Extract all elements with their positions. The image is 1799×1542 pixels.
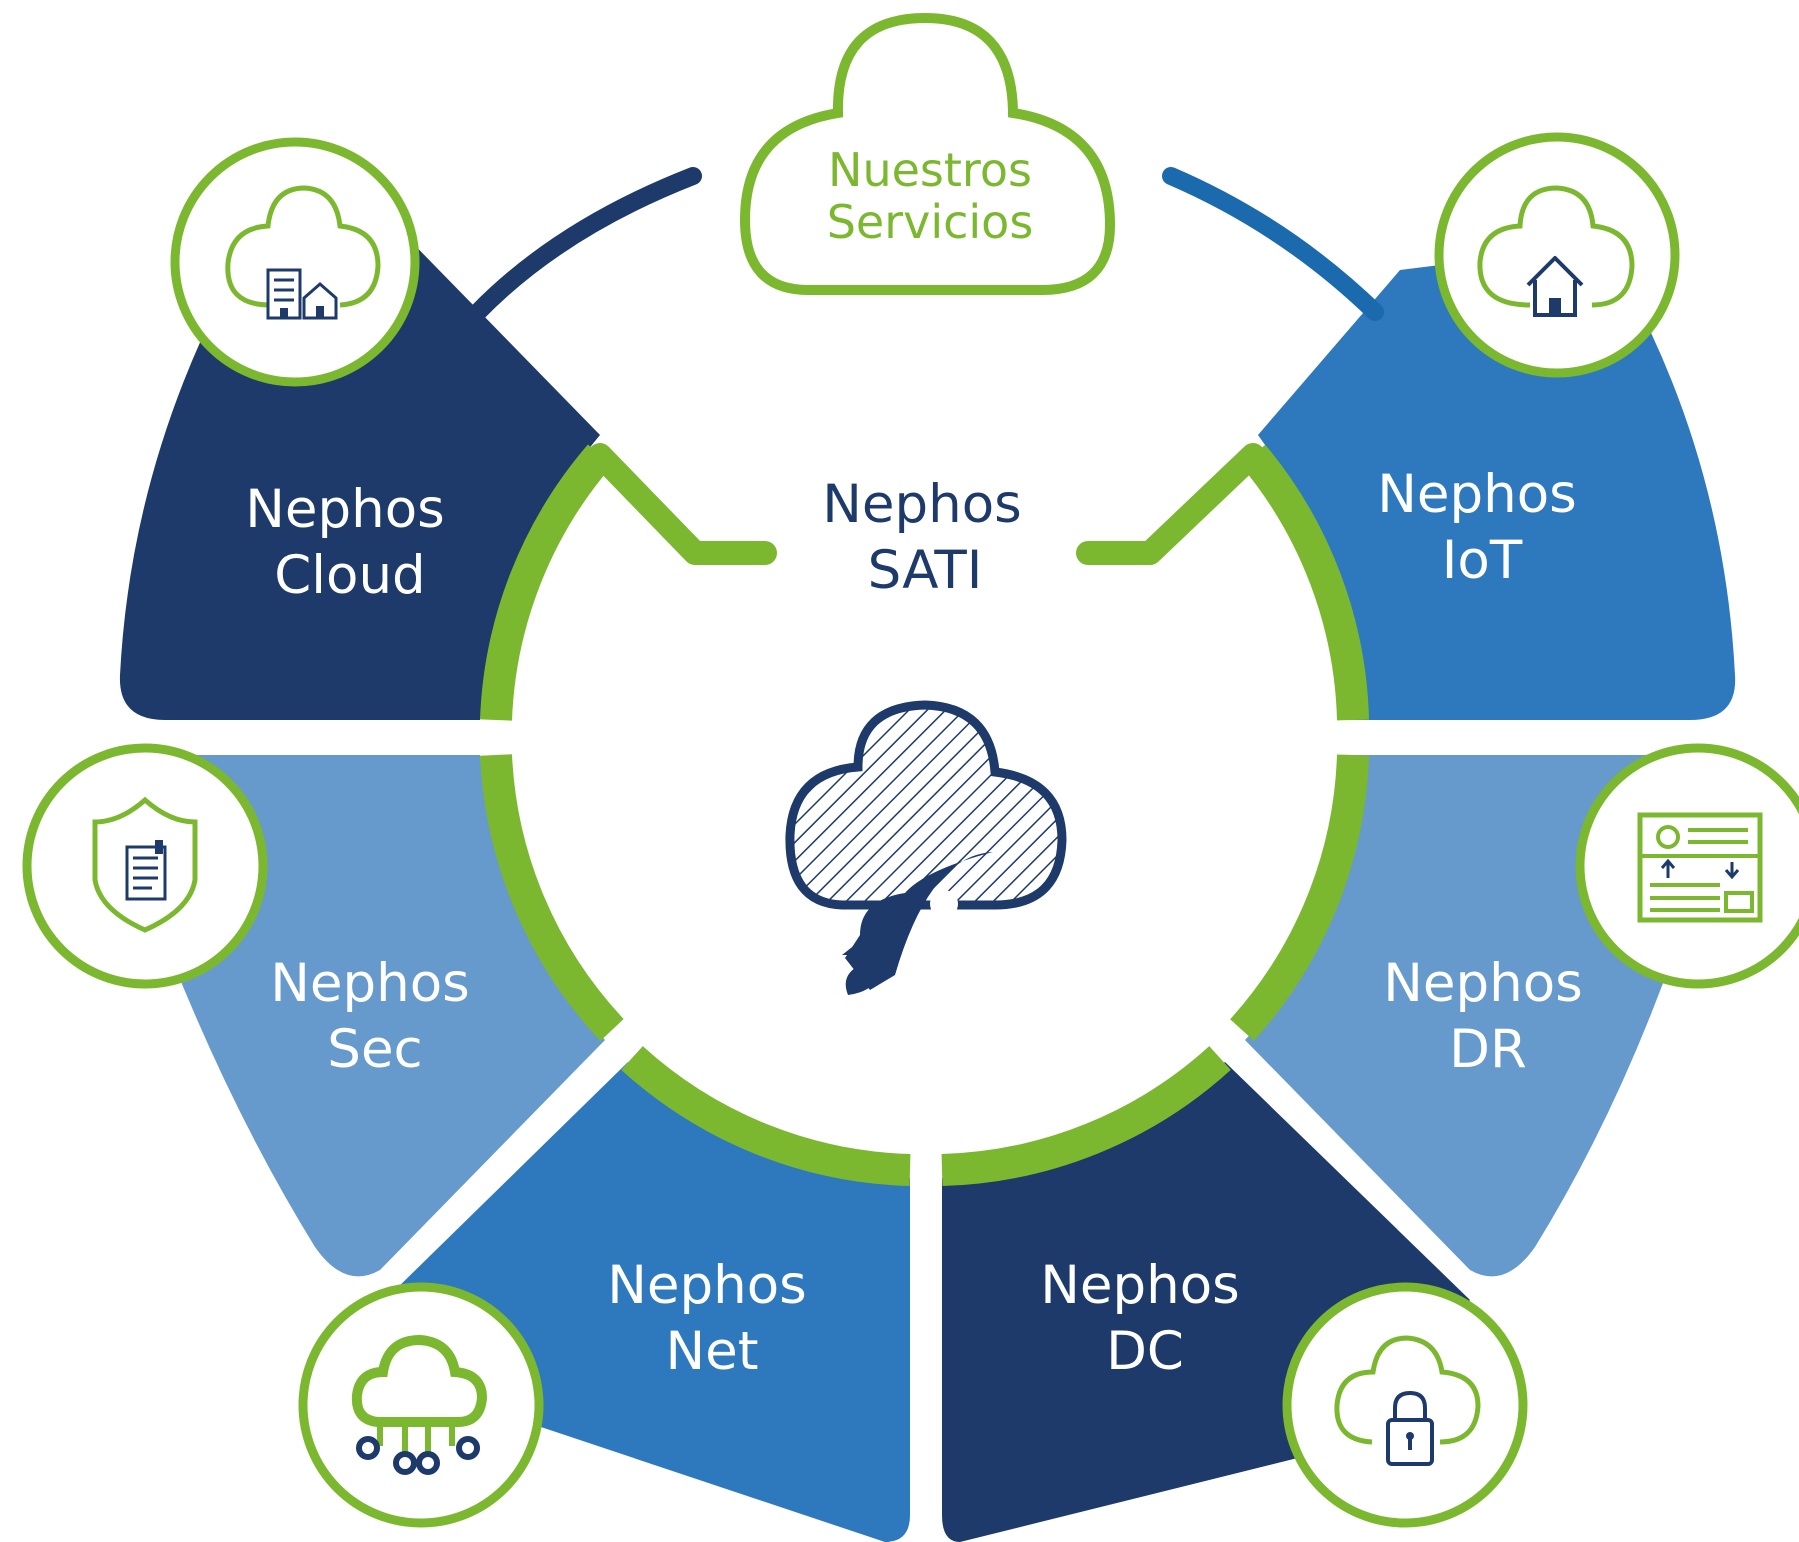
- iot-label-line2: IoT: [1442, 530, 1523, 591]
- dc-label-line1: Nephos: [1040, 1255, 1240, 1316]
- net-label-line1: Nephos: [607, 1255, 807, 1316]
- center-title-line2: SATI: [868, 540, 983, 601]
- cloud-label-line1: Nephos: [245, 479, 445, 540]
- cloud-label-line2: Cloud: [274, 545, 425, 606]
- dashboard-panel-icon: [1575, 743, 1799, 989]
- dc-label-line2: DC: [1106, 1321, 1184, 1382]
- left-bracket: [588, 443, 777, 565]
- segment-net[interactable]: [390, 1062, 910, 1542]
- dr-label-line2: DR: [1449, 1019, 1527, 1080]
- header-cloud: [739, 12, 1116, 295]
- center-title-line1: Nephos: [822, 474, 1022, 535]
- right-bracket: [1076, 443, 1265, 565]
- header-title-line1: Nuestros: [828, 143, 1032, 197]
- cloud-home-icon: [1434, 132, 1680, 378]
- cloud-network-icon: [298, 1282, 544, 1528]
- inner-ring: [480, 444, 1369, 1186]
- cloud-lock-icon: [1282, 1282, 1528, 1528]
- cloud-rocket-icon: [785, 700, 1067, 995]
- sec-label-line1: Nephos: [270, 953, 470, 1014]
- shield-document-icon: [22, 743, 268, 989]
- iot-label-line1: Nephos: [1377, 464, 1577, 525]
- top-left-arc: [469, 167, 702, 321]
- cloud-buildings-icon: [170, 137, 420, 387]
- segment-iot[interactable]: [1258, 250, 1736, 720]
- sec-label-line2: Sec: [327, 1019, 422, 1080]
- dr-label-line1: Nephos: [1383, 953, 1583, 1014]
- top-right-arc: [1162, 167, 1384, 321]
- header-title-line2: Servicios: [827, 195, 1034, 249]
- net-label-line2: Net: [665, 1321, 758, 1382]
